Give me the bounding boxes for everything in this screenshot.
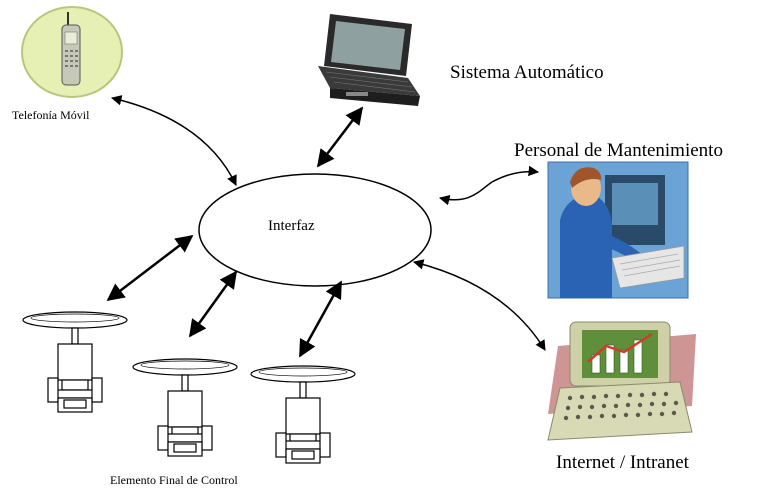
arrow-valve2 — [188, 270, 238, 338]
arrow-staff — [438, 165, 540, 206]
control-valve-icon — [22, 311, 128, 413]
mobile-phone-icon — [21, 6, 123, 98]
technician-icon — [547, 161, 689, 299]
chart-laptop-icon — [547, 321, 696, 441]
control-valve-icon — [250, 365, 356, 464]
arrow-auto — [316, 106, 364, 168]
interface-ellipse — [198, 173, 432, 287]
net-label: Internet / Intranet — [556, 452, 689, 473]
staff-label: Personal de Mantenimiento — [514, 140, 723, 161]
arrow-mobile — [110, 95, 237, 186]
arrow-valve1 — [106, 234, 194, 302]
control-valve-icon — [132, 358, 238, 457]
mobile-label: Telefonía Móvil — [12, 108, 90, 122]
arrows — [106, 95, 546, 358]
interface-label: Interfaz — [268, 218, 315, 234]
arrow-valve3 — [298, 280, 343, 358]
laptop-icon — [318, 14, 420, 106]
control-label: Elemento Final de Control — [110, 473, 238, 487]
auto-label: Sistema Automático — [450, 62, 604, 83]
arrow-net — [412, 259, 546, 351]
